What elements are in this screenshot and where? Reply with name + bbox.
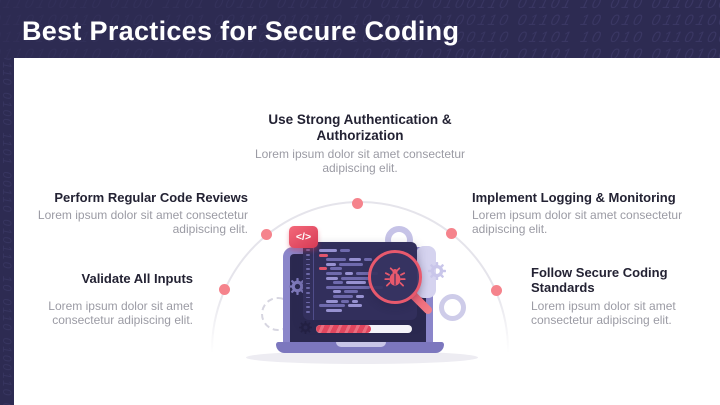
- arc-node-dot-lower-right: [491, 285, 502, 296]
- callout-coding-standards: Follow Secure Coding Standards Lorem ips…: [531, 265, 683, 327]
- left-accent-bar: 0110100110 0100 1101 00110 010110 10 011…: [0, 0, 14, 405]
- callout-body: Lorem ipsum dolor sit amet consectetur a…: [37, 208, 248, 237]
- header-bar: 0110100110 0100 1101 00110 010110 10 011…: [0, 0, 720, 58]
- callout-title: Validate All Inputs: [81, 271, 193, 286]
- page-title: Best Practices for Secure Coding: [22, 16, 460, 46]
- callout-body: Lorem ipsum dolor sit amet consectetur a…: [254, 146, 466, 175]
- arc-node-dot-lower-left: [219, 284, 230, 295]
- arc-node-dot-upper-left: [261, 229, 272, 240]
- binary-pattern-vertical: 0110100110 0100 1101 00110 010110 10 011…: [0, 2, 14, 405]
- callout-body: Lorem ipsum dolor sit amet consectetur a…: [48, 299, 193, 328]
- callout-title: Use Strong Authentication & Authorizatio…: [268, 112, 452, 143]
- callout-authentication: Use Strong Authentication & Authorizatio…: [250, 112, 470, 175]
- callout-title: Implement Logging & Monitoring: [472, 190, 676, 205]
- callout-title: Follow Secure Coding Standards: [531, 265, 668, 296]
- callout-title: Perform Regular Code Reviews: [54, 190, 248, 205]
- callout-body: Lorem ipsum dolor sit amet consectetur a…: [531, 298, 676, 327]
- arc-node-dot-upper-right: [446, 228, 457, 239]
- callout-code-reviews: Perform Regular Code Reviews Lorem ipsum…: [28, 190, 248, 237]
- callout-validate-inputs: Validate All Inputs Lorem ipsum dolor si…: [23, 271, 193, 328]
- connector-arc: [211, 201, 509, 353]
- callout-body: Lorem ipsum dolor sit amet consectetur a…: [472, 208, 683, 237]
- arc-node-dot-top: [352, 198, 363, 209]
- callout-logging-monitoring: Implement Logging & Monitoring Lorem ips…: [472, 190, 684, 237]
